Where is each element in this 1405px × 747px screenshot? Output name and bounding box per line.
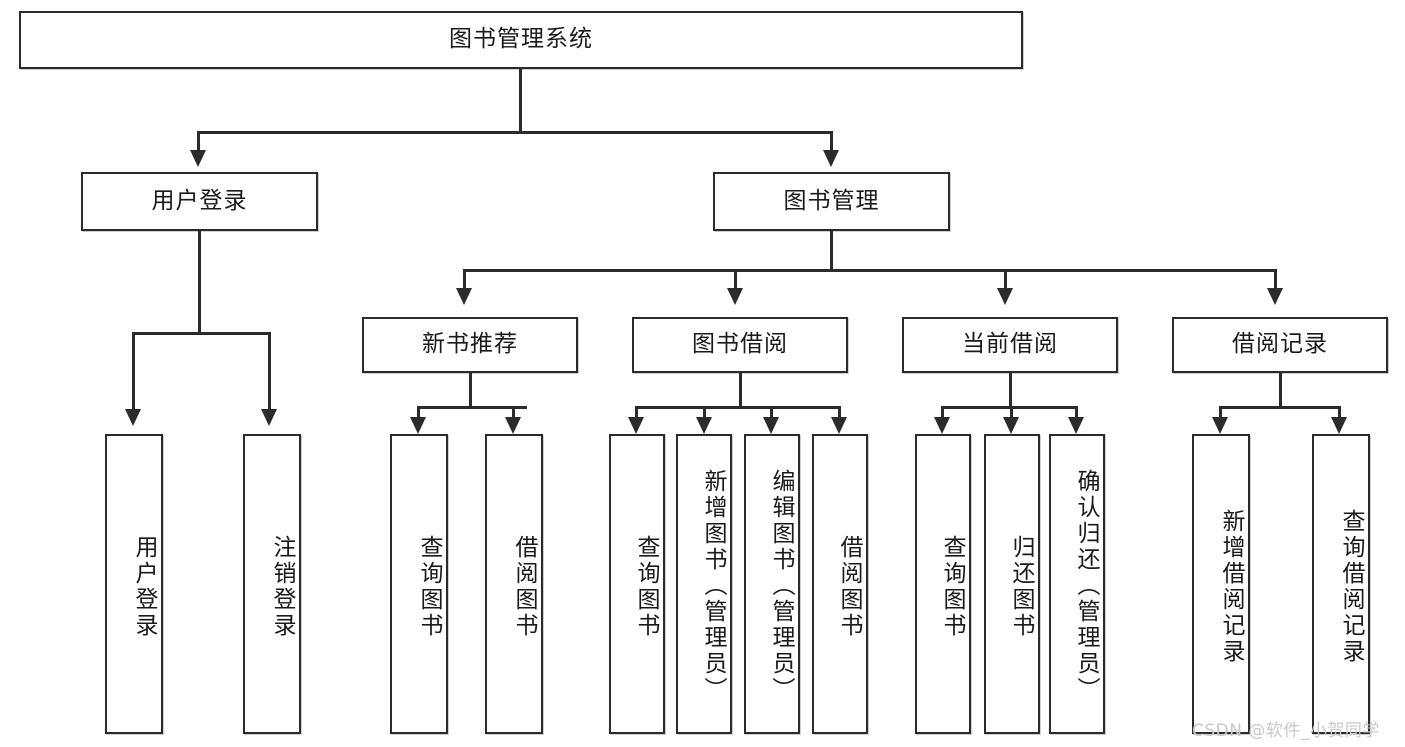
- edge-borrow-record-bus: [1219, 406, 1341, 409]
- edge-root-stem: [519, 69, 522, 133]
- edge-book-borrow-to-leaf-3: [770, 406, 773, 420]
- edge-new-book-to-leaf-2: [512, 406, 515, 420]
- leaf-user-login-login[interactable]: 用户登录: [105, 434, 163, 734]
- leaf-current-borrow-confirm-admin[interactable]: 确认归还（管理员）: [1049, 434, 1105, 734]
- arrow-book-mgmt-to-l3-2: [727, 288, 743, 305]
- edge-user-login-stem: [198, 231, 201, 335]
- edge-current-borrow-to-leaf-3: [1075, 406, 1078, 420]
- leaf-borrow-record-query[interactable]: 查询借阅记录: [1312, 434, 1370, 734]
- arrow-root-to-book-mgmt: [823, 150, 839, 167]
- edge-book-mgmt-to-l3-4: [1274, 269, 1277, 291]
- edge-new-book-bus: [417, 406, 527, 409]
- edge-current-borrow-to-leaf-1: [941, 406, 944, 420]
- node-label: 查询图书: [416, 535, 442, 639]
- edge-book-mgmt-bus: [463, 269, 1277, 272]
- arrow-book-borrow-to-leaf-4: [831, 417, 847, 434]
- node-book-management[interactable]: 图书管理: [713, 172, 950, 231]
- node-book-borrow[interactable]: 图书借阅: [632, 317, 848, 373]
- edge-book-borrow-to-leaf-2: [703, 406, 706, 420]
- arrow-current-borrow-to-leaf-3: [1068, 417, 1084, 434]
- arrow-user-login-to-leaf-2: [261, 409, 277, 426]
- leaf-book-borrow-edit-admin[interactable]: 编辑图书（管理员）: [744, 434, 800, 734]
- node-label: 当前借阅: [962, 331, 1058, 358]
- leaf-current-borrow-query[interactable]: 查询图书: [915, 434, 971, 734]
- edge-root-to-user-login: [197, 131, 200, 153]
- node-label: 确认归还（管理员）: [1073, 469, 1099, 703]
- node-label: 借阅记录: [1232, 331, 1328, 358]
- node-label: 借阅图书: [836, 535, 862, 639]
- edge-user-login-to-leaf-1: [132, 332, 135, 412]
- node-label: 归还图书: [1008, 535, 1034, 639]
- arrow-new-book-to-leaf-2: [505, 417, 521, 434]
- node-label: 编辑图书（管理员）: [768, 469, 794, 703]
- edge-root-to-book-mgmt: [830, 131, 833, 153]
- leaf-current-borrow-return[interactable]: 归还图书: [984, 434, 1040, 734]
- node-label: 新增借阅记录: [1218, 509, 1244, 665]
- leaf-book-borrow-borrow[interactable]: 借阅图书: [812, 434, 868, 734]
- node-label: 查询借阅记录: [1338, 509, 1364, 665]
- edge-new-book-to-leaf-1: [417, 406, 420, 420]
- node-user-login[interactable]: 用户登录: [81, 172, 318, 231]
- node-label: 查询图书: [939, 535, 965, 639]
- edge-user-login-to-leaf-2: [268, 332, 271, 412]
- edge-book-mgmt-to-l3-2: [734, 269, 737, 291]
- node-root-system[interactable]: 图书管理系统: [19, 11, 1023, 69]
- edge-book-mgmt-to-l3-1: [463, 269, 466, 291]
- arrow-borrow-record-to-leaf-2: [1331, 417, 1347, 434]
- leaf-book-borrow-query[interactable]: 查询图书: [609, 434, 665, 734]
- arrow-book-borrow-to-leaf-3: [763, 417, 779, 434]
- arrow-root-to-user-login: [190, 150, 206, 167]
- edge-user-login-bus: [132, 332, 270, 335]
- edge-book-borrow-to-leaf-4: [838, 406, 841, 420]
- arrow-new-book-to-leaf-1: [410, 417, 426, 434]
- node-borrow-record[interactable]: 借阅记录: [1172, 317, 1388, 373]
- arrow-book-mgmt-to-l3-1: [456, 288, 472, 305]
- csdn-watermark: CSDN @软件_小贺同学: [1192, 721, 1380, 741]
- leaf-borrow-record-add[interactable]: 新增借阅记录: [1192, 434, 1250, 734]
- edge-book-mgmt-stem: [830, 231, 833, 271]
- node-label: 新增图书（管理员）: [700, 469, 726, 703]
- arrow-book-borrow-to-leaf-1: [628, 417, 644, 434]
- node-label: 图书管理: [783, 187, 880, 214]
- arrow-book-borrow-to-leaf-2: [696, 417, 712, 434]
- leaf-new-book-query[interactable]: 查询图书: [390, 434, 448, 734]
- edge-book-borrow-to-leaf-1: [635, 406, 638, 420]
- edge-current-borrow-to-leaf-2: [1010, 406, 1013, 420]
- node-label: 新书推荐: [422, 331, 518, 358]
- edge-current-borrow-bus: [941, 406, 1078, 409]
- arrow-user-login-to-leaf-1: [125, 409, 141, 426]
- leaf-book-borrow-add-admin[interactable]: 新增图书（管理员）: [676, 434, 732, 734]
- arrow-current-borrow-to-leaf-1: [934, 417, 950, 434]
- node-new-book-recommend[interactable]: 新书推荐: [362, 317, 578, 373]
- node-label: 图书管理系统: [449, 26, 593, 53]
- node-label: 用户登录: [151, 187, 248, 214]
- node-label: 注销登录: [269, 535, 295, 639]
- arrow-book-mgmt-to-l3-3: [997, 288, 1013, 305]
- leaf-new-book-borrow[interactable]: 借阅图书: [485, 434, 543, 734]
- node-label: 用户登录: [131, 535, 157, 639]
- edge-borrow-record-stem: [1279, 373, 1282, 409]
- arrow-book-mgmt-to-l3-4: [1267, 288, 1283, 305]
- edge-book-borrow-bus: [635, 406, 841, 409]
- edge-book-mgmt-to-l3-3: [1004, 269, 1007, 291]
- node-label: 查询图书: [633, 535, 659, 639]
- edge-book-borrow-stem: [739, 373, 742, 409]
- edge-current-borrow-stem: [1009, 373, 1012, 409]
- edge-new-book-stem: [469, 373, 472, 409]
- arrow-borrow-record-to-leaf-1: [1212, 417, 1228, 434]
- edge-borrow-record-to-leaf-2: [1338, 406, 1341, 420]
- node-label: 借阅图书: [511, 535, 537, 639]
- arrow-current-borrow-to-leaf-2: [1003, 417, 1019, 434]
- edge-root-bus: [197, 131, 833, 134]
- node-label: 图书借阅: [692, 331, 788, 358]
- node-current-borrow[interactable]: 当前借阅: [902, 317, 1118, 373]
- leaf-user-login-logout[interactable]: 注销登录: [243, 434, 301, 734]
- edge-borrow-record-to-leaf-1: [1219, 406, 1222, 420]
